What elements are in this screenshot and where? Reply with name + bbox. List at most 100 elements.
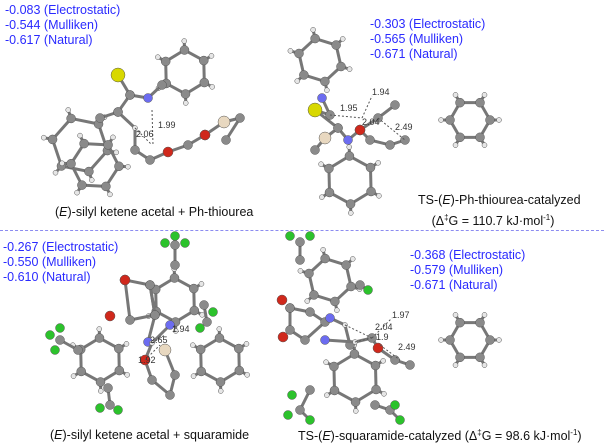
- caption-text: TS-(: [418, 193, 443, 207]
- atom-h: [209, 84, 215, 90]
- atom-c: [199, 55, 209, 66]
- atom-c: [324, 163, 334, 174]
- atom-c: [485, 335, 495, 345]
- atom-f: [305, 415, 315, 425]
- distance-label: 1.97: [392, 310, 410, 320]
- charges-panel-top-left: -0.083 (Electrostatic) -0.544 (Mulliken)…: [5, 3, 120, 48]
- charge-mulliken: -0.565 (Mulliken): [370, 32, 464, 46]
- atom-c: [305, 307, 315, 317]
- atom-c: [365, 135, 375, 145]
- caption-text: TS-(: [298, 429, 323, 444]
- atom-c: [105, 400, 115, 410]
- bond: [148, 284, 157, 316]
- atom-h: [438, 117, 444, 123]
- atom-c: [345, 199, 356, 209]
- atom-c: [331, 40, 341, 50]
- atom-c: [349, 349, 360, 359]
- distance-label: 2.65: [150, 335, 168, 345]
- atom-c: [214, 333, 225, 343]
- atom-c: [76, 366, 86, 377]
- atom-h: [107, 191, 113, 198]
- distance-label: 2.04: [375, 322, 393, 332]
- atom-o: [277, 331, 289, 343]
- charge-mulliken: -0.550 (Mulliken): [3, 255, 97, 269]
- atom-c: [55, 335, 65, 345]
- atom-c: [344, 151, 355, 161]
- distance-label: 1.9: [376, 332, 389, 342]
- atom-h: [125, 163, 131, 170]
- atom-c: [310, 145, 320, 155]
- atom-c: [195, 344, 206, 355]
- caption-bottom-right: TS-(E)-squaramide-catalyzed (Δ‡G = 98.6 …: [298, 428, 582, 443]
- atom-c: [485, 115, 495, 125]
- activation-energy: (Δ‡G = 110.7 kJ·mol-1): [431, 213, 555, 229]
- atom-c: [199, 300, 209, 310]
- atom-c: [336, 61, 346, 72]
- atom-f: [390, 400, 400, 410]
- atom-h: [59, 160, 65, 167]
- charge-natural: -0.610 (Natural): [3, 270, 91, 284]
- bond: [324, 338, 356, 344]
- atom-f: [45, 330, 55, 340]
- atom-h: [97, 388, 104, 394]
- charges-panel-bottom-right: -0.368 (Electrostatic) -0.579 (Mulliken)…: [410, 248, 525, 293]
- activation-energy: (Δ‡G = 98.6 kJ·mol-1): [464, 428, 582, 444]
- atom-c: [66, 158, 76, 169]
- atom-c: [130, 145, 140, 155]
- atom-c: [234, 343, 244, 354]
- atom-c: [304, 268, 314, 279]
- atom-c: [324, 187, 335, 198]
- atom-h: [190, 342, 196, 348]
- distance-label: 1.94: [172, 324, 190, 334]
- charge-electrostatic: -0.083 (Electrostatic): [5, 3, 121, 17]
- atom-c: [371, 384, 381, 395]
- atom-h: [172, 328, 179, 334]
- atom-h: [438, 337, 444, 343]
- panel-divider: [0, 230, 604, 231]
- hydrogen-bond: [354, 337, 373, 343]
- atom-f: [195, 323, 205, 333]
- atom-c: [189, 305, 200, 316]
- atom-c: [330, 296, 340, 307]
- caption-italic: E: [442, 193, 451, 207]
- atom-h: [181, 38, 188, 44]
- atom-c: [295, 405, 305, 415]
- atom-h: [208, 53, 215, 59]
- charges-panel-top-right: -0.303 (Electrostatic) -0.565 (Mulliken)…: [370, 17, 485, 62]
- atom-c: [475, 97, 485, 108]
- atom-f: [287, 390, 297, 400]
- charge-mulliken: -0.544 (Mulliken): [5, 18, 99, 32]
- atom-o: [199, 129, 211, 141]
- charge-natural: -0.617 (Natural): [5, 33, 93, 47]
- atom-c: [114, 161, 124, 172]
- charge-natural: -0.671 (Natural): [410, 278, 498, 292]
- atom-h: [349, 256, 356, 262]
- atom-c: [390, 355, 400, 365]
- caption-top-right: TS-(E)-Ph-thiourea-catalyzed (Δ‡G = 110.…: [418, 192, 581, 230]
- atom-c: [235, 113, 245, 123]
- atom-h: [381, 391, 387, 397]
- caption-text: )-silyl ketene acetal + squaramide: [62, 428, 250, 442]
- atom-c: [215, 377, 226, 387]
- atom-c: [47, 134, 58, 145]
- atom-c: [341, 260, 351, 270]
- atom-h: [324, 392, 330, 398]
- atom-c: [405, 360, 415, 370]
- hydrogen-bond: [344, 324, 373, 339]
- atom-si: [217, 115, 231, 129]
- atom-h: [217, 388, 224, 394]
- atom-h: [70, 373, 77, 379]
- atom-h: [294, 78, 301, 84]
- charge-mulliken: -0.579 (Mulliken): [410, 263, 504, 277]
- caption-text: (: [50, 428, 55, 442]
- atom-h: [452, 142, 459, 148]
- atom-c: [150, 310, 160, 320]
- atom-h: [123, 341, 130, 347]
- atom-c: [350, 397, 361, 407]
- atom-c: [346, 281, 356, 292]
- atom-c: [445, 335, 455, 345]
- atom-c: [125, 90, 135, 100]
- atom-c: [285, 325, 295, 335]
- atom-c: [101, 181, 111, 192]
